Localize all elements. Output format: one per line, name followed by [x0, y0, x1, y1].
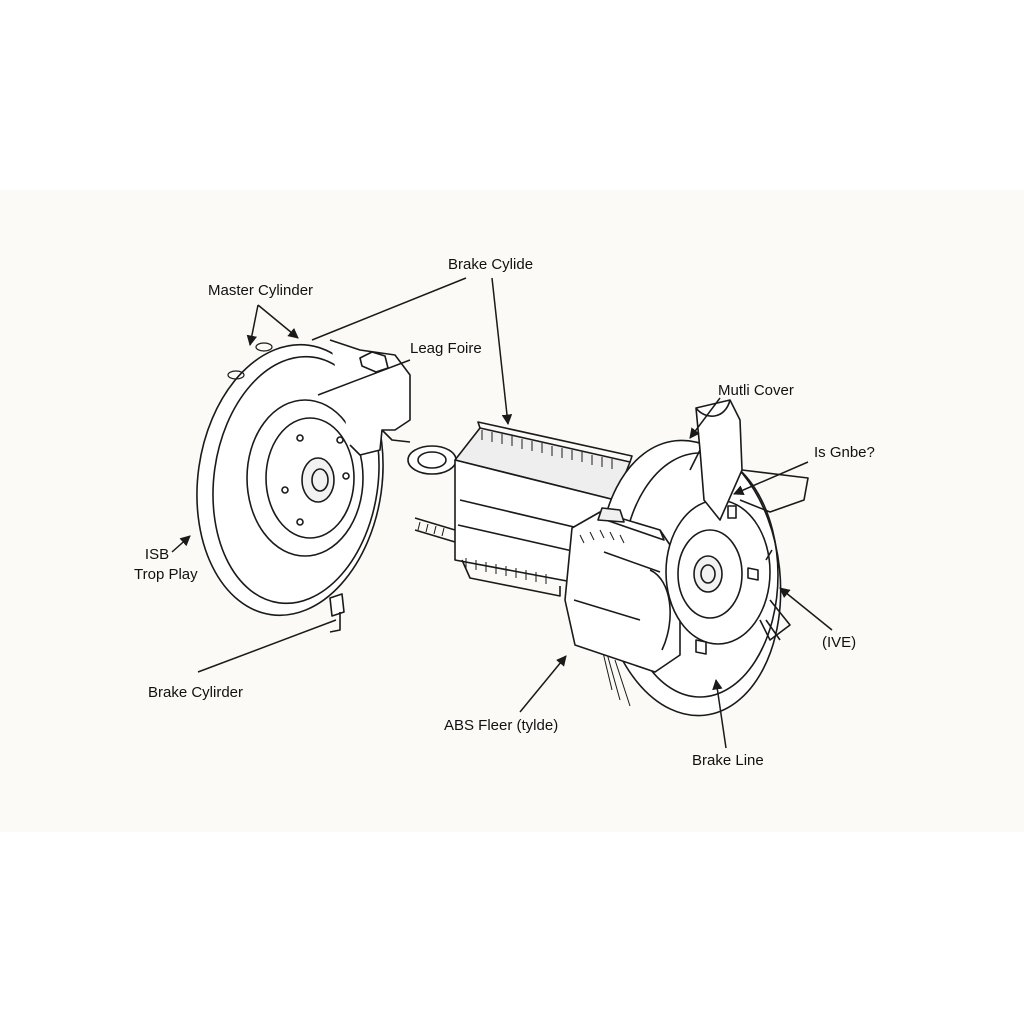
leader-leag-foire — [317, 359, 411, 396]
label-brake-line: Brake Line — [692, 752, 764, 769]
leader-brake-cylide-a — [311, 277, 467, 341]
label-isb: ISB — [144, 546, 170, 563]
label-master-cylinder: Master Cylinder — [208, 282, 314, 299]
label-leag-foire: Leag Foire — [410, 340, 482, 357]
leader-brake-cylide-b — [491, 277, 513, 426]
leader-master-cylinder-b — [257, 304, 299, 339]
leader-isb — [171, 535, 191, 553]
label-mutli-cover: Mutli Cover — [718, 382, 794, 399]
label-trop-play: Trop Play — [134, 566, 198, 583]
leader-ive — [779, 587, 833, 631]
right-caliper — [564, 507, 681, 673]
leader-is-gnbe — [733, 461, 809, 496]
left-brake-disc — [196, 343, 384, 617]
leader-mutli-cover — [689, 397, 721, 439]
label-ive: (IVE) — [822, 634, 857, 651]
label-is-gnbe: Is Gnbe? — [814, 444, 875, 461]
leader-master-cylinder-a — [246, 304, 259, 347]
leader-brake-line — [712, 678, 727, 749]
left-caliper-bracket — [329, 339, 457, 633]
label-abs-fleer: ABS Fleer (tylde) — [444, 717, 559, 734]
master-cylinder-connector — [227, 342, 273, 380]
leader-brake-cylirder — [197, 619, 337, 673]
leader-abs-fleer — [519, 655, 567, 713]
mutli-cover-bracket — [689, 399, 809, 641]
right-hub — [665, 499, 781, 655]
label-brake-cylide: Brake Cylide — [448, 256, 534, 273]
label-brake-cylirder: Brake Cylirder — [148, 684, 244, 701]
